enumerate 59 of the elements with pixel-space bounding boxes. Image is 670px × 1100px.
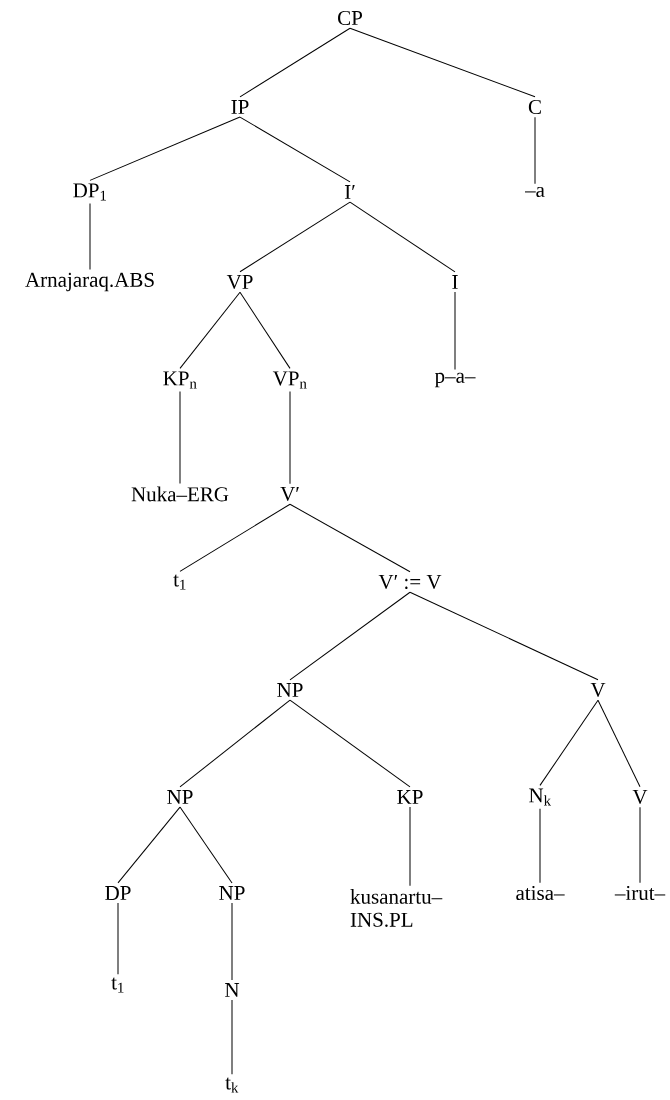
tree-label: NP <box>219 886 245 900</box>
tree-label: NP <box>277 683 303 697</box>
tree-label: t$_{1}$ <box>111 977 124 993</box>
tree-label: V <box>632 789 648 804</box>
tree-label: I′ <box>344 185 355 199</box>
tree-label: CP <box>338 10 362 26</box>
tree-label: Nuka–ERG <box>131 486 229 502</box>
tree-label: Arnajaraq.ABS <box>25 272 154 292</box>
tree-label: kusanartu– INS.PL <box>350 889 443 927</box>
tree-label: N$_{k}$ <box>529 788 551 806</box>
tree-label: C <box>528 99 541 115</box>
tree-branch <box>349 201 456 273</box>
tree-branch <box>179 699 291 788</box>
tree-label: V′ <box>280 486 299 501</box>
tree-branch <box>409 591 599 681</box>
tree-branch <box>349 27 536 98</box>
tree-branch <box>534 116 536 185</box>
tree-label: V′ := V <box>378 574 442 589</box>
tree-branch <box>289 503 411 573</box>
tree-label: –irut– <box>614 885 666 901</box>
tree-branch <box>117 902 119 975</box>
tree-label: VP$_{n}$ <box>272 371 307 389</box>
tree-label: N <box>225 983 240 997</box>
tree-label: t$_{k}$ <box>225 1077 239 1093</box>
tree-branch <box>639 806 641 884</box>
tree-branch <box>239 27 351 98</box>
tree-branch <box>289 391 291 485</box>
tree-branch <box>289 699 411 788</box>
tree-branch <box>179 391 181 484</box>
tree-branch <box>539 699 599 786</box>
tree-label: I <box>452 275 458 289</box>
tree-label: DP$_{1}$ <box>73 183 106 201</box>
tree-branch <box>179 503 291 572</box>
tree-branch <box>239 116 351 183</box>
tree-branch <box>89 203 91 271</box>
tree-branch <box>231 999 233 1075</box>
tree-branch <box>239 201 351 273</box>
tree-label: NP <box>167 790 193 804</box>
tree-branch <box>179 291 241 369</box>
tree-branch <box>117 806 181 884</box>
tree-label: V <box>590 682 606 697</box>
tree-branch <box>597 699 641 788</box>
tree-label: atisa– <box>516 885 565 901</box>
tree-label: KP <box>397 790 423 804</box>
tree-label: t$_{1}$ <box>173 574 186 590</box>
tree-branch <box>409 806 411 887</box>
tree-label: VP <box>226 274 253 289</box>
tree-branch <box>231 902 233 981</box>
tree-label: p–a– <box>434 372 476 388</box>
tree-branch <box>289 591 411 681</box>
tree-label: –a <box>524 186 545 197</box>
tree-branch <box>179 806 233 884</box>
tree-branch <box>539 808 541 884</box>
tree-label: KP$_{n}$ <box>163 371 197 389</box>
tree-branch <box>89 116 241 181</box>
tree-label: DP <box>105 886 131 900</box>
tree-branch <box>454 291 456 371</box>
tree-branch <box>239 291 291 369</box>
tree-label: IP <box>231 100 249 114</box>
